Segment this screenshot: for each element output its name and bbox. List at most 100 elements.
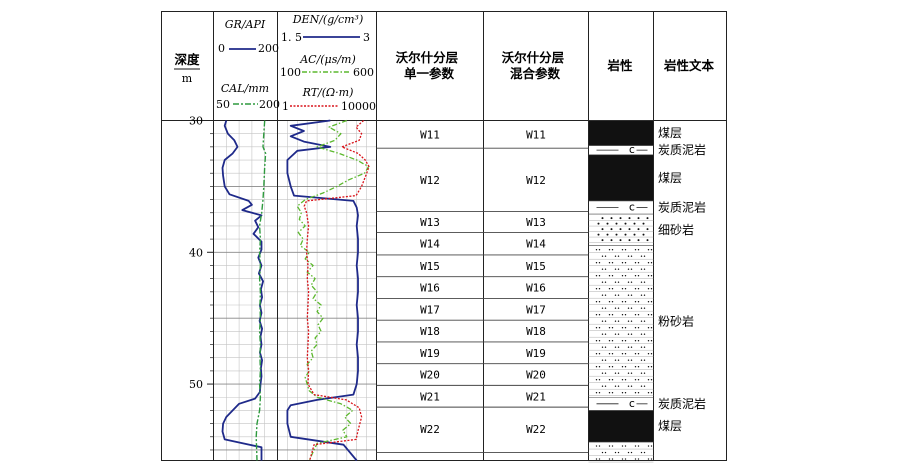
silt-dot [624, 391, 627, 394]
silt-dot [647, 261, 650, 264]
depth-tick-label: 30 [189, 115, 203, 128]
silt-dot [598, 326, 601, 329]
sand-dot [637, 239, 640, 242]
silt-dot [627, 268, 630, 270]
silt-dot [614, 294, 617, 296]
lithology-column: ccc [588, 120, 654, 463]
depth-axis: 30 40 50 [189, 115, 214, 451]
silt-dot [611, 313, 614, 316]
silt-dot [643, 294, 646, 296]
sand-dot [628, 239, 631, 242]
silt-dot [650, 391, 653, 394]
silt-dot [624, 352, 627, 355]
silt-dot [637, 248, 640, 251]
cal-max: 200 [259, 98, 280, 111]
silt-dot [601, 320, 604, 322]
silt-dot [634, 391, 637, 394]
silt-dot [611, 445, 614, 447]
carb-mudstone-mark: c [629, 200, 636, 213]
silt-dot [647, 458, 650, 460]
silt-dot [621, 458, 624, 460]
silt-dot [624, 458, 627, 460]
silt-dot [640, 320, 643, 322]
walsh-mixed-layer-label: W13 [526, 216, 546, 229]
silt-dot [604, 268, 607, 270]
silt-dot [598, 248, 601, 251]
silt-dot [640, 359, 643, 361]
silt-dot [601, 346, 604, 348]
silt-dot [637, 458, 640, 460]
silt-dot [643, 359, 646, 361]
silt-dot [598, 445, 601, 447]
silt-dot [601, 451, 604, 454]
silt-dot [617, 359, 620, 361]
depth-tick-label: 50 [189, 378, 203, 391]
silt-dot [621, 391, 624, 394]
silt-dot [634, 458, 637, 460]
silt-dot [621, 287, 624, 290]
sand-dot [646, 217, 649, 220]
silt-dot [650, 274, 653, 277]
silt-dot [604, 385, 607, 387]
walsh-single-layer-label: W18 [420, 325, 440, 338]
silt-dot [614, 385, 617, 387]
silt-dot [617, 385, 620, 387]
gr-min: 0 [218, 42, 225, 55]
silt-dot [650, 339, 653, 342]
coal-fill [589, 154, 653, 201]
silt-dot [647, 352, 650, 355]
silt-dot [614, 346, 617, 348]
sand-dot [619, 239, 622, 242]
sand-dot [637, 217, 640, 220]
silt-dot [595, 391, 598, 394]
sand-dot [601, 228, 604, 231]
silt-dot [608, 339, 611, 342]
silt-dot [604, 359, 607, 361]
cal-label: CAL/mm [221, 82, 269, 95]
silt-dot [630, 320, 633, 322]
sand-dot [633, 222, 636, 225]
silt-dot [617, 268, 620, 270]
silt-dot [630, 372, 633, 374]
rt-curve [303, 120, 370, 461]
silt-dot [634, 274, 637, 277]
silt-dot [604, 372, 607, 374]
silt-dot [647, 445, 650, 447]
silt-dot [608, 352, 611, 355]
silt-dot [640, 268, 643, 270]
silt-dot [630, 294, 633, 296]
silt-dot [604, 320, 607, 322]
silt-dot [627, 255, 630, 257]
sand-dot [624, 233, 627, 236]
silt-dot [647, 300, 650, 303]
silt-dot [608, 313, 611, 316]
silt-dot [634, 248, 637, 251]
silt-dot [640, 346, 643, 348]
silt-dot [617, 346, 620, 348]
silt-dot [643, 268, 646, 270]
silt-dot [627, 359, 630, 361]
silt-dot [627, 281, 630, 283]
silt-dot [624, 445, 627, 447]
silt-dot [598, 378, 601, 381]
silt-dot [611, 378, 614, 381]
walsh-mixed-layer-label: W19 [526, 347, 546, 360]
silt-dot [630, 385, 633, 387]
gr-label: GR/API [225, 18, 266, 31]
lithology-text-label: 煤层 [658, 419, 682, 433]
silt-dot [598, 391, 601, 394]
silt-dot [634, 261, 637, 264]
silt-dot [630, 307, 633, 309]
silt-dot [637, 378, 640, 381]
depth-tick-label: 40 [189, 246, 203, 259]
silt-dot [621, 365, 624, 368]
silt-dot [650, 365, 653, 368]
den-max: 3 [363, 31, 370, 44]
walsh-single-layer-label: W19 [420, 347, 440, 360]
silt-dot [598, 287, 601, 290]
sand-dot [606, 222, 609, 225]
silt-dot [627, 294, 630, 296]
sand-dot [615, 233, 618, 236]
silt-dot [637, 391, 640, 394]
